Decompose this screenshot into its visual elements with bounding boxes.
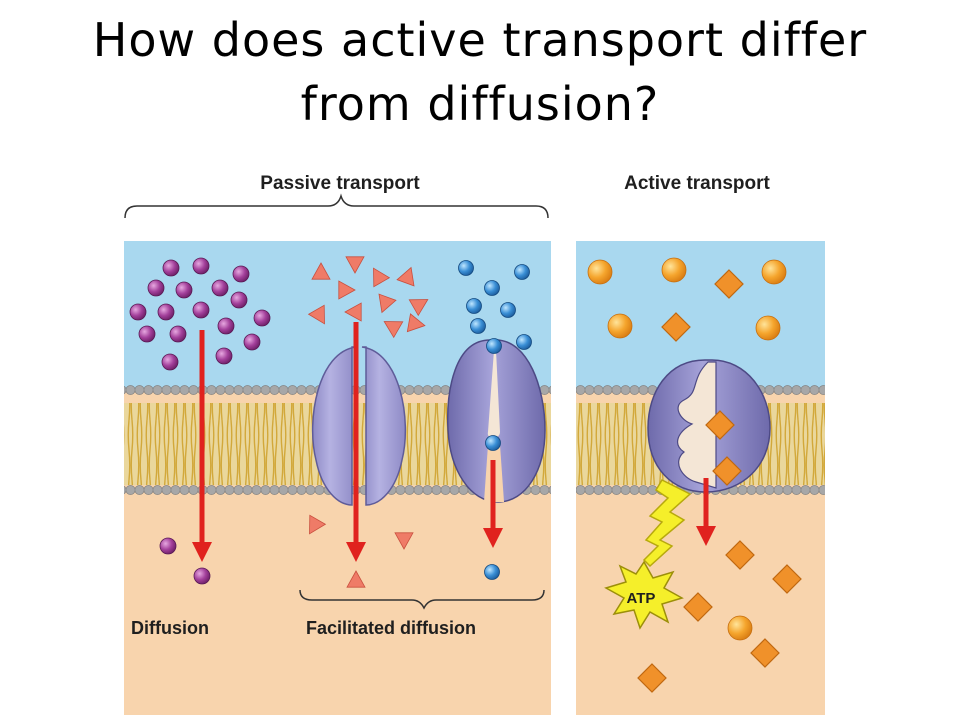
orange-solute [712,456,742,486]
orange-solute [750,638,780,668]
atp-energy: ATP [604,479,692,630]
salmon-molecule [307,304,325,325]
purple-molecule [230,291,248,309]
carrier-protein [446,339,546,503]
blue-molecule [466,298,482,314]
orange-molecule [761,259,787,285]
active-panel [576,241,825,715]
purple-molecule [215,347,233,365]
purple-molecule [169,325,187,343]
energy-bolt [642,479,692,568]
orange-solute [714,269,744,299]
salmon-molecule [373,267,391,288]
passive-transport-header: Passive transport [260,173,420,194]
passive-panel [124,241,551,715]
blue-molecule [516,334,532,350]
salmon-molecule [309,514,327,535]
purple-molecule [217,317,235,335]
atp-burst [604,560,684,630]
purple-molecule [232,265,250,283]
atp-label: ATP [627,590,656,607]
orange-solute [661,312,691,342]
salmon-molecule [383,321,404,339]
salmon-molecule [408,299,429,317]
flow-arrows [192,322,716,562]
facilitated-brace [299,589,545,610]
slide-title-line-1: How does active transport differ [92,13,868,67]
orange-solute [772,564,802,594]
slide-title: How does active transport differ from di… [0,8,960,136]
salmon-molecule [394,532,414,550]
purple-molecule [192,301,210,319]
purple-molecule [253,309,271,327]
membrane-heads-bottom-right [576,485,825,505]
blue-molecule [486,338,502,354]
orange-solute [637,663,667,693]
blue-molecule [514,264,530,280]
purple-molecule [157,303,175,321]
purple-molecule [192,257,210,275]
blue-molecule [458,260,474,276]
blue-molecule [500,302,516,318]
blue-molecule [470,318,486,334]
purple-molecule [161,353,179,371]
active-transport-header: Active transport [624,173,770,194]
orange-molecule [587,259,613,285]
orange-molecule [727,615,753,641]
slide-title-line-2: from diffusion? [300,77,660,131]
channel-protein [311,346,407,506]
salmon-molecule [338,280,356,300]
purple-molecule [211,279,229,297]
blue-molecule [484,280,500,296]
blue-molecule [485,435,501,451]
orange-solute [725,540,755,570]
molecules [129,256,802,693]
orange-molecule [755,315,781,341]
orange-molecule [661,257,687,283]
salmon-molecule [378,293,397,314]
purple-molecule [243,333,261,351]
blue-molecule [484,564,500,580]
orange-molecule [607,313,633,339]
purple-molecule [175,281,193,299]
salmon-molecule [311,262,331,280]
orange-solute [683,592,713,622]
purple-molecule [129,303,147,321]
purple-molecule [147,279,165,297]
salmon-molecule [346,570,366,588]
salmon-molecule [344,302,362,322]
purple-molecule [159,537,177,555]
purple-molecule [193,567,211,585]
facilitated-diffusion-label: Facilitated diffusion [306,618,476,638]
purple-molecule [138,325,156,343]
salmon-molecule [406,313,426,333]
orange-solute [705,410,735,440]
diffusion-label: Diffusion [131,618,209,638]
salmon-molecule [396,266,415,287]
passive-brace [124,193,549,219]
purple-molecule [162,259,180,277]
salmon-molecule [345,256,365,274]
